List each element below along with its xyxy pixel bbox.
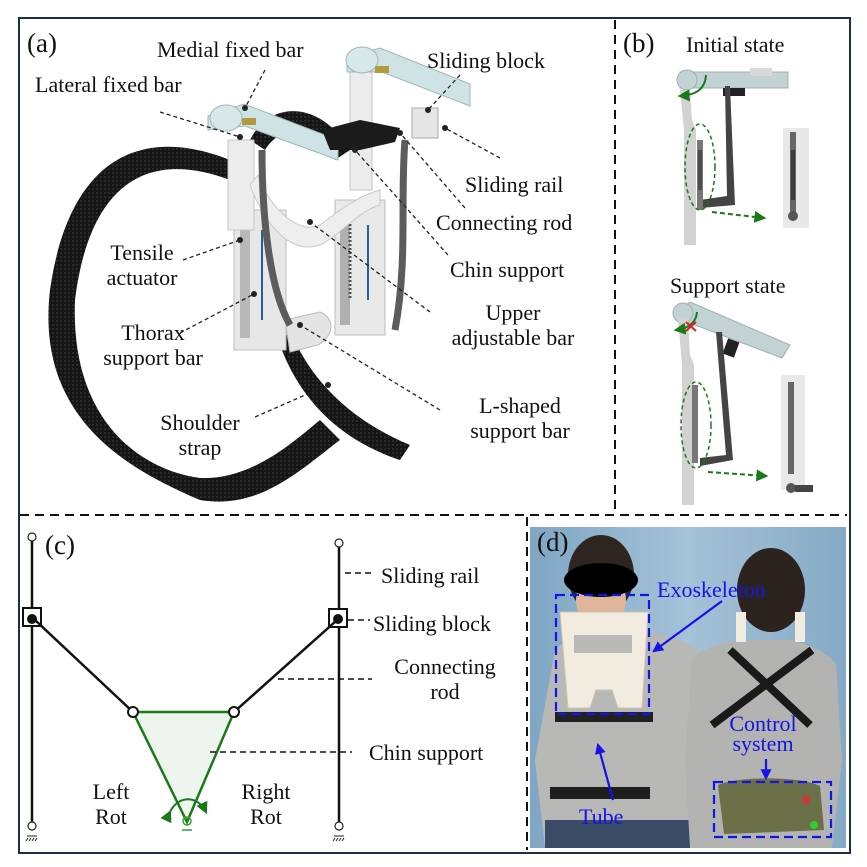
label-sliding-block: Sliding block [427,48,545,73]
exoskeleton-render [48,46,471,502]
panel-c-tag: (c) [45,530,75,560]
label-shoulder-strap: Shoulder strap [160,410,240,460]
label-thorax-support-bar: Thorax support bar [103,320,203,370]
label-tube: Tube [579,804,624,829]
panel-b-tag: (b) [623,28,655,58]
label-right-rot: Right Rot [241,779,291,829]
label-tensile-actuator: Tensile actuator [106,240,178,290]
label-control-system: Control system [729,711,797,756]
control-system-bag [718,778,824,834]
exoskeleton-box [554,593,651,716]
person-back-head [737,548,805,632]
label-left-rot: Left Rot [92,779,130,829]
panel-c-leaders [210,572,372,753]
upper-adjustable-bar [249,173,381,248]
label-lateral-fixed-bar: Lateral fixed bar [35,72,182,97]
panel-a-tag: (a) [27,28,57,58]
label-sliding-rail: Sliding rail [465,172,564,197]
label-l-shaped-support-bar: L-shaped support bar [470,393,570,443]
control-system-box [712,780,833,839]
photo-annotations [554,593,833,839]
label-c-chin-support: Chin support [369,740,484,765]
panel-a-leaders [159,69,501,418]
label-exoskeleton: Exoskeleton [657,577,766,602]
connecting-rod-left [258,149,294,327]
chin-support-triangle [130,710,236,825]
label-c-connecting-rod: Connecting rod [394,654,496,704]
connecting-rod-right [391,139,409,331]
figure-frame [18,17,851,854]
label-c-sliding-block: Sliding block [373,611,491,636]
label-c-sliding-rail: Sliding rail [381,563,480,588]
label-chin-support: Chin support [450,257,565,282]
label-upper-adjustable-bar: Upper adjustable bar [451,300,575,350]
label-connecting-rod: Connecting rod [436,210,573,235]
panel-d-tag: (d) [537,527,569,557]
photo [530,527,846,848]
panel-a-leader-dots [237,105,448,388]
chin-support-render [322,120,400,150]
face-censor-box [564,563,638,597]
label-initial-state: Initial state [686,32,785,57]
connecting-rod-right [233,620,337,713]
connecting-rod-left [34,619,134,713]
label-support-state: Support state [670,273,786,298]
kinematic-diagram [22,532,348,842]
l-shaped-support-bar [284,311,332,353]
label-medial-fixed-bar: Medial fixed bar [157,37,304,62]
support-state-diagram [672,301,813,505]
initial-state-diagram [676,68,809,245]
sliding-block-render [411,107,439,139]
